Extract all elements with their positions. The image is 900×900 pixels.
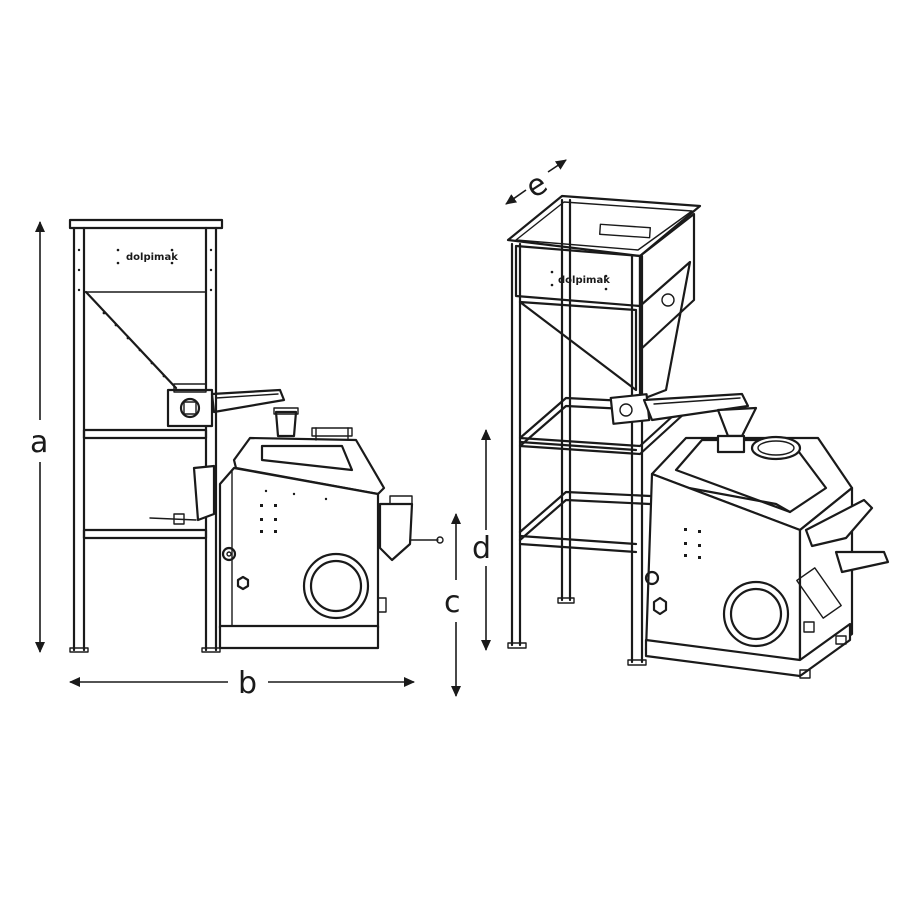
brand-label-iso: dolpimak [558,275,610,286]
brand-label-side: dolpimak [126,252,178,263]
dehuller-body-iso [644,434,890,679]
inspection-port-side [302,552,370,620]
isometric-view: dolpimak [506,194,890,679]
feeder-motor [166,388,214,428]
dim-label-a: a [30,425,48,460]
hopper-rim [506,194,702,258]
dim-label-b: b [238,666,257,701]
lower-crossbar [82,528,208,540]
dim-label-c: c [444,585,461,620]
hopper-top-plate [68,218,224,230]
dimension-a: a [30,221,48,653]
dimension-d: d [472,429,491,651]
upper-crossbar [82,428,208,440]
dimension-c: c [444,513,461,697]
feed-chute [210,388,286,414]
dim-label-d: d [472,531,491,566]
brand-plate-iso: dolpimak [550,270,610,291]
inspection-port-iso [722,580,790,648]
brand-plate-side: dolpimak [116,248,178,265]
side-view: dolpimak [68,218,444,653]
dehuller-body-side [149,427,444,650]
dimension-b: b [69,666,415,701]
feeder-motor-iso [609,393,651,425]
feed-chute-iso [642,392,750,422]
